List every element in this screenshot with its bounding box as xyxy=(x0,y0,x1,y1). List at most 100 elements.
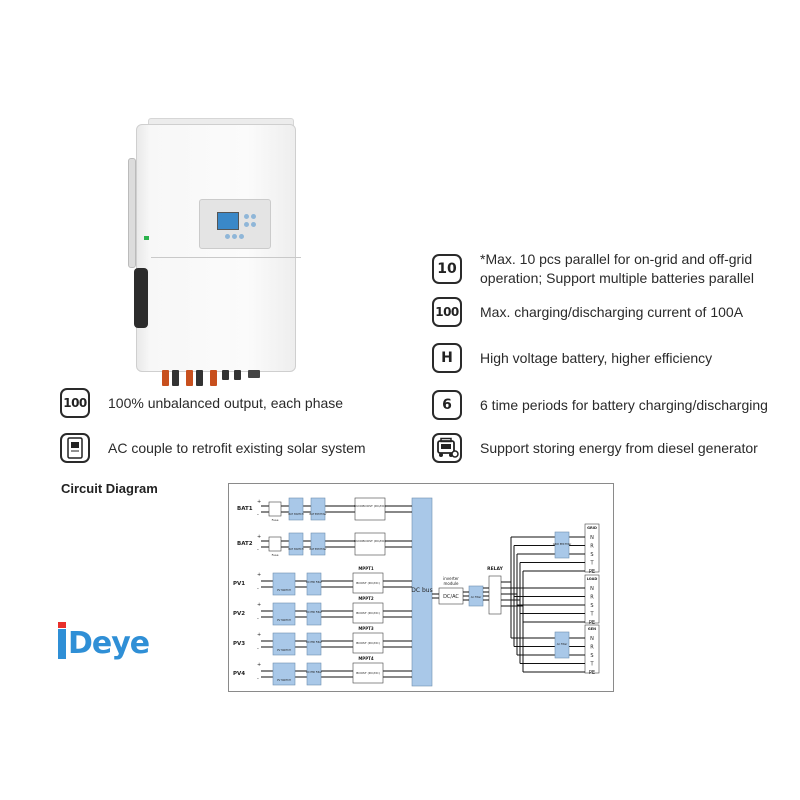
circuit-diagram-title: Circuit Diagram xyxy=(61,481,158,496)
feature-high-voltage-text: High voltage battery, higher efficiency xyxy=(480,349,713,366)
grid-filter-label: GRID EMI Filter xyxy=(553,542,573,546)
connector xyxy=(222,370,229,380)
feature-ac-couple-text: AC couple to retrofit existing solar sys… xyxy=(108,439,366,456)
pv-filter-box xyxy=(306,602,322,626)
pv-switch-label: PV SWITCH xyxy=(277,648,291,652)
logo-red-dot xyxy=(58,622,66,628)
plus-sign: + xyxy=(257,534,261,540)
inverter-button xyxy=(225,234,230,239)
plus-sign: + xyxy=(257,499,261,505)
plus-sign: + xyxy=(257,572,261,578)
inverter-button xyxy=(244,214,249,219)
connector xyxy=(172,370,179,386)
plus-sign: + xyxy=(257,632,261,638)
battery-label: BAT2 xyxy=(237,541,253,547)
connector xyxy=(234,370,241,380)
pv-converter-box xyxy=(352,602,384,624)
feature-diesel: Support storing energy from diesel gener… xyxy=(432,433,758,463)
terminal-name: GRID xyxy=(587,526,597,530)
pv-label: PV1 xyxy=(233,581,245,587)
pv-switch-box xyxy=(272,662,296,686)
badge-10: 10 xyxy=(432,254,462,284)
mppt-label: MPPT4 xyxy=(358,656,374,661)
relay-box xyxy=(488,575,502,615)
battery-switch-label: BAT SWITCH xyxy=(288,547,303,551)
pv-converter-label: BOOST (DC/DC) xyxy=(356,611,380,615)
feature-time-periods: 6 6 time periods for battery charging/di… xyxy=(432,390,768,420)
logo-i-bar xyxy=(58,629,66,659)
mppt-label: MPPT1 xyxy=(358,566,374,571)
battery-fuse-label: Fuse xyxy=(272,518,279,522)
inverter-side-handle xyxy=(128,158,136,268)
terminal-pin-label: R xyxy=(590,544,594,550)
terminal-pin-label: N xyxy=(590,636,594,642)
pv-filter-box xyxy=(306,632,322,656)
badge-100: 100 xyxy=(432,297,462,327)
terminal-pin-label: R xyxy=(590,645,594,651)
pv-filter-label: DC EMI Filter xyxy=(306,670,323,674)
inverter-button xyxy=(244,222,249,227)
inverter-body xyxy=(136,124,301,372)
feature-parallel-line2: operation; Support multiple batteries pa… xyxy=(480,270,754,286)
terminal-block-load xyxy=(584,574,600,624)
feature-unbalanced: 100 100% unbalanced output, each phase xyxy=(60,388,343,418)
connector xyxy=(248,370,260,378)
relay-label: RELAY xyxy=(487,566,503,572)
battery-fuse-label: Fuse xyxy=(272,553,279,557)
pv-filter-label: DC EMI Filter xyxy=(306,580,323,584)
badge-h: H xyxy=(432,343,462,373)
logo-wordmark: Deye xyxy=(68,626,150,661)
inverter-button xyxy=(251,222,256,227)
gen-filter-label: AC Filter xyxy=(557,642,568,646)
inverter-panel-seam xyxy=(151,257,301,258)
battery-filter-label: BAT EMI Filter xyxy=(309,547,327,551)
feature-parallel-text: *Max. 10 pcs parallel for on-grid and of… xyxy=(480,250,780,288)
battery-converter-box xyxy=(354,497,386,521)
terminal-block-gen xyxy=(584,624,600,674)
pv-switch-label: PV SWITCH xyxy=(277,588,291,592)
inverter-module-label: module xyxy=(444,581,460,586)
terminal-pin-label: PE xyxy=(589,620,595,626)
inverter-status-led xyxy=(144,236,149,240)
connector xyxy=(162,370,169,386)
terminal-name: GEN xyxy=(588,627,596,631)
battery-label: BAT1 xyxy=(237,506,253,512)
badge-6: 6 xyxy=(432,390,462,420)
inverter-button xyxy=(232,234,237,239)
battery-switch-box xyxy=(288,497,304,521)
plus-sign: + xyxy=(257,602,261,608)
pv-switch-label: PV SWITCH xyxy=(277,678,291,682)
pv-switch-box xyxy=(272,572,296,596)
battery-switch-label: BAT SWITCH xyxy=(288,512,303,516)
battery-fuse-box xyxy=(268,501,282,517)
pv-filter-label: DC EMI Filter xyxy=(306,640,323,644)
minus-sign: - xyxy=(257,676,259,682)
feature-current: 100 Max. charging/discharging current of… xyxy=(432,297,743,327)
feature-diesel-text: Support storing energy from diesel gener… xyxy=(480,439,758,456)
battery-switch-box xyxy=(288,532,304,556)
connector xyxy=(210,370,217,386)
feature-time-periods-text: 6 time periods for battery charging/disc… xyxy=(480,396,768,413)
feature-parallel: 10 *Max. 10 pcs parallel for on-grid and… xyxy=(432,250,780,288)
minus-sign: - xyxy=(257,586,259,592)
battery-converter-label: BUCKBOOST (DC/DC) xyxy=(354,539,386,543)
plus-sign: + xyxy=(257,662,261,668)
battery-converter-label: BUCKBOOST (DC/DC) xyxy=(354,504,386,508)
connector xyxy=(186,370,193,386)
pv-converter-label: BOOST (DC/DC) xyxy=(356,671,380,675)
inverter-button xyxy=(251,214,256,219)
terminal-pin-label: N xyxy=(590,586,594,592)
dc-bus-bar xyxy=(411,497,433,687)
battery-filter-box xyxy=(310,532,326,556)
pv-converter-box xyxy=(352,572,384,594)
pv-label: PV3 xyxy=(233,641,245,647)
inverter-button xyxy=(239,234,244,239)
terminal-block-grid xyxy=(584,523,600,573)
terminal-pin-label: S xyxy=(590,552,593,558)
minus-sign: - xyxy=(257,616,259,622)
pv-filter-box xyxy=(306,662,322,686)
minus-sign: - xyxy=(257,646,259,652)
pv-switch-label: PV SWITCH xyxy=(277,618,291,622)
